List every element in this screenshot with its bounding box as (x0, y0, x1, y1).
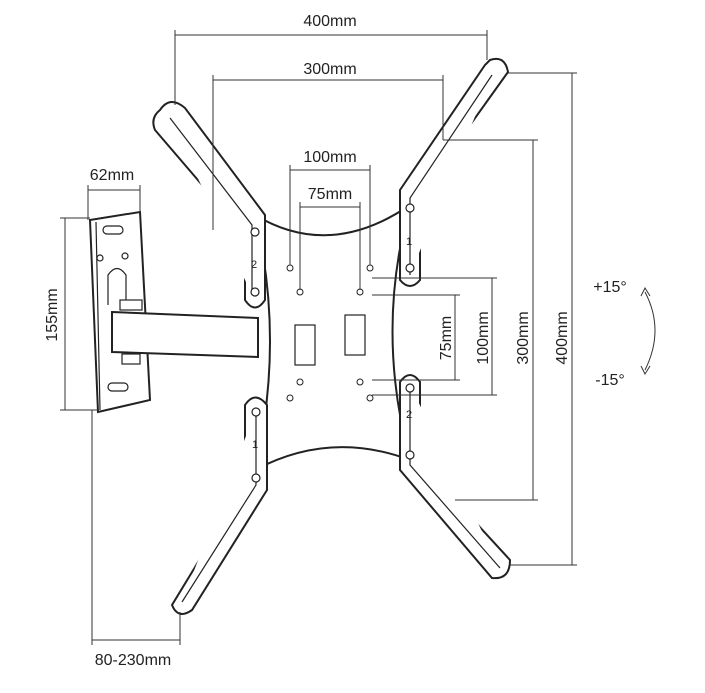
dim-75-height: 75mm (438, 316, 455, 360)
dimension-lines (60, 30, 656, 645)
vesa-arm-upper-left: 2 (152, 101, 266, 309)
center-bracket (294, 324, 316, 366)
dim-300-width: 300mm (303, 61, 356, 78)
center-slot (344, 314, 366, 356)
arm-mark: 2 (406, 409, 412, 421)
vesa-arm-lower-left: 1 (170, 396, 268, 615)
arm-mark: 1 (252, 439, 258, 451)
center-plate (253, 202, 412, 472)
dim-75-width: 75mm (308, 186, 352, 203)
tilt-down-label: -15° (595, 372, 625, 389)
arm-mark: 2 (251, 259, 257, 271)
dim-300-height: 300mm (515, 311, 532, 364)
vesa-arm-lower-right: 2 (399, 374, 512, 580)
mounting-holes (286, 264, 374, 402)
dim-plate-height: 155mm (44, 288, 61, 341)
dim-extension: 80-230mm (95, 652, 171, 669)
dim-100-height: 100mm (475, 311, 492, 364)
tilt-up-label: +15° (593, 279, 627, 296)
dim-plate-width: 62mm (90, 167, 134, 184)
dim-400-width: 400mm (303, 13, 356, 30)
dim-100-width: 100mm (303, 149, 356, 166)
arm-mark: 1 (406, 236, 412, 248)
vesa-arm-upper-right: 1 (399, 57, 510, 287)
extension-arm (111, 299, 259, 365)
dim-400-height: 400mm (554, 311, 571, 364)
